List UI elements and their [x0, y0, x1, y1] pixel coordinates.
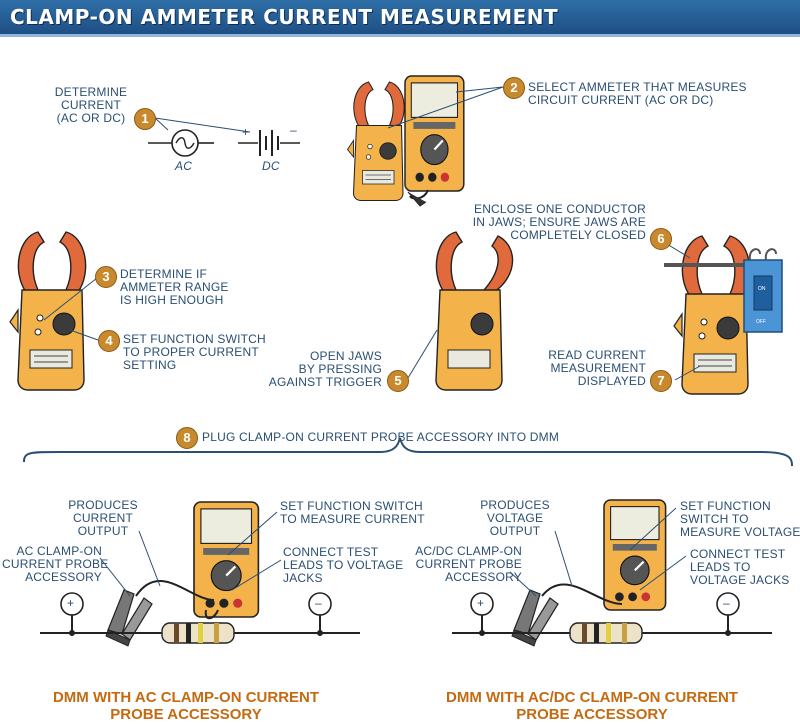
title-banner: CLAMP-ON AMMETER CURRENT MEASUREMENT	[0, 0, 800, 37]
step-1-badge: 1	[134, 108, 156, 130]
step-7-badge: 7	[650, 370, 672, 392]
dc-plus-sign: +	[242, 125, 250, 139]
switch-on-label: ON	[758, 286, 766, 292]
left-negative-terminal: –	[315, 596, 322, 610]
step-8-label: PLUG CLAMP-ON CURRENT PROBE ACCESSORY IN…	[202, 430, 560, 444]
step-8-badge: 8	[176, 427, 198, 449]
step-5-badge: 5	[387, 370, 409, 392]
left-positive-terminal: +	[67, 596, 75, 610]
step-6-badge: 6	[650, 228, 672, 250]
switch-off-label: OFF	[756, 319, 766, 325]
step-4-badge: 4	[98, 330, 120, 352]
right-negative-terminal: –	[723, 596, 730, 610]
dc-minus-sign: –	[290, 123, 297, 137]
step-2-badge: 2	[503, 77, 525, 99]
ac-symbol-label: AC	[175, 159, 193, 173]
step-3-badge: 3	[95, 266, 117, 288]
page-title: CLAMP-ON AMMETER CURRENT MEASUREMENT	[10, 5, 559, 29]
dc-symbol-label: DC	[262, 159, 280, 173]
right-positive-terminal: +	[477, 596, 485, 610]
